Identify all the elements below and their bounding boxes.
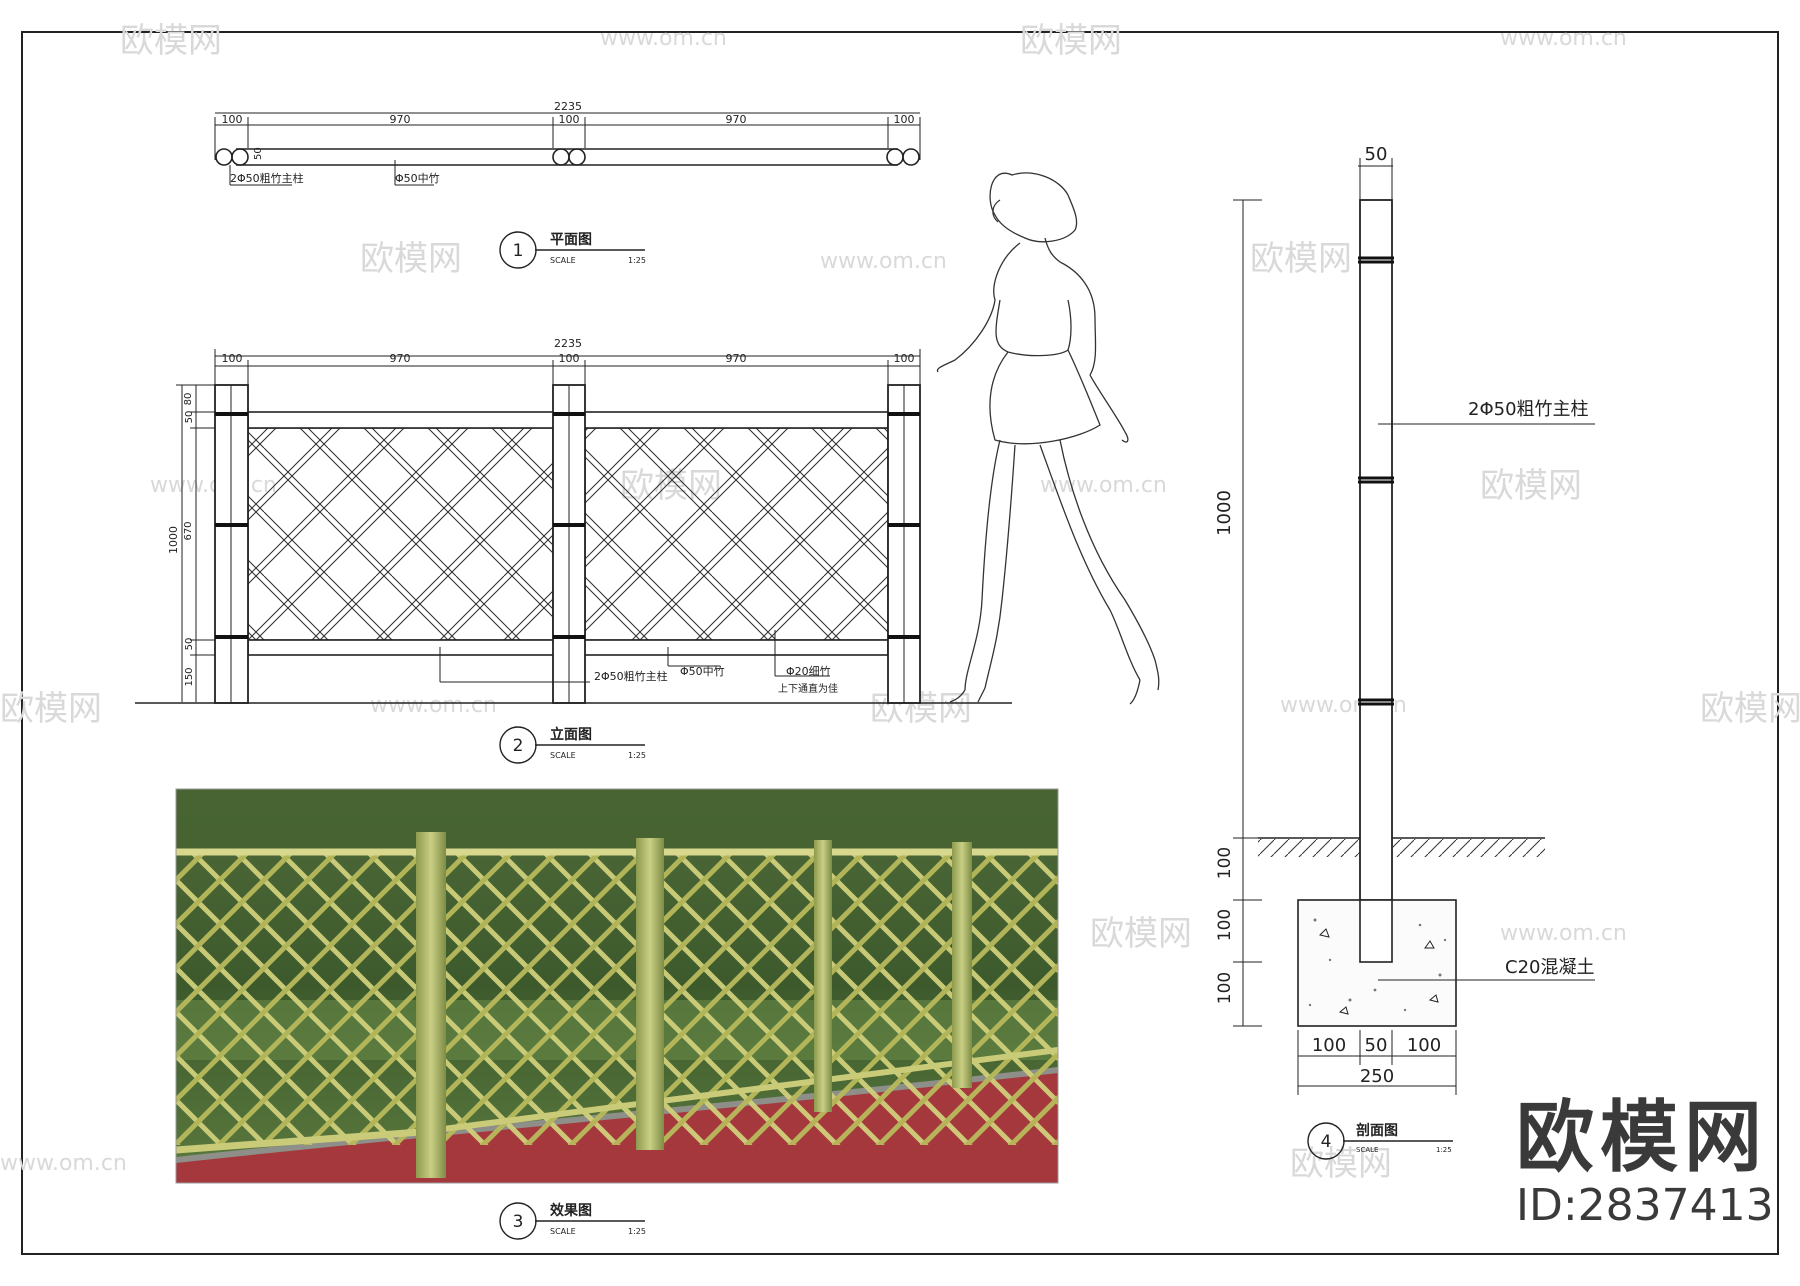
- elev-title: 立面图: [550, 726, 592, 743]
- elev-height-total: 1000: [167, 526, 180, 554]
- section-footing-dim-1: 100: [1215, 847, 1235, 879]
- section-bottom-dim-2: 50: [1365, 1035, 1388, 1056]
- section-view: [1233, 158, 1595, 1160]
- watermark-site: www.om.cn: [0, 1151, 127, 1176]
- elev-dim-4: 970: [726, 352, 747, 365]
- elev-scale-word: SCALE: [550, 751, 576, 760]
- watermark-brand: 欧模网: [870, 689, 972, 729]
- elevation-labels: 100 970 100 970 100 2235 80 50 670 50 15…: [167, 337, 915, 760]
- elev-label-mid: Φ50中竹: [680, 664, 725, 678]
- plan-dim-1: 100: [222, 113, 243, 126]
- elev-number: 2: [513, 736, 524, 756]
- photo-number: 3: [513, 1212, 524, 1232]
- plan-dim-3: 100: [559, 113, 580, 126]
- elev-left-dim-2: 50: [184, 411, 195, 424]
- watermark-brand: 欧模网: [0, 689, 102, 729]
- photo-title: 效果图: [550, 1202, 592, 1219]
- section-label-post: 2Φ50粗竹主柱: [1468, 399, 1589, 420]
- brand-block: 欧模网 ID:2837413: [1516, 1098, 1786, 1234]
- elev-dim-1: 100: [222, 352, 243, 365]
- section-scale-word: SCALE: [1356, 1146, 1378, 1154]
- watermark-brand: 欧模网: [1700, 689, 1800, 729]
- photo-scale: 1:25: [628, 1227, 646, 1236]
- plan-view: [214, 112, 921, 269]
- section-footing-dim-2: 100: [1215, 909, 1235, 941]
- plan-label-posts: 2Φ50粗竹主柱: [230, 171, 304, 185]
- plan-scale-word: SCALE: [550, 256, 576, 265]
- elev-label-thin: Φ20细竹: [786, 664, 831, 678]
- plan-scale: 1:25: [628, 256, 646, 265]
- elev-label-posts: 2Φ50粗竹主柱: [594, 669, 668, 683]
- brand-name: 欧模网: [1516, 1093, 1769, 1183]
- model-id: ID:2837413: [1516, 1180, 1774, 1231]
- watermark-brand: 欧模网: [120, 21, 222, 61]
- elev-left-dim-3: 670: [183, 521, 194, 540]
- section-height-dim: 1000: [1214, 490, 1235, 536]
- plan-dim-4: 970: [726, 113, 747, 126]
- watermark-site: www.om.cn: [1500, 921, 1627, 946]
- human-scale-figure: [936, 172, 1160, 705]
- section-bottom-dim-3: 100: [1407, 1035, 1441, 1056]
- watermark-brand: 欧模网: [360, 239, 462, 279]
- elev-left-dim-1: 80: [183, 393, 194, 406]
- elevation-view: [135, 349, 1012, 764]
- elev-label-thin-note: 上下通直为佳: [778, 682, 838, 695]
- elev-dim-5: 100: [894, 352, 915, 365]
- watermark-brand: 欧模网: [1090, 914, 1192, 954]
- elev-scale: 1:25: [628, 751, 646, 760]
- section-bottom-dim-1: 100: [1312, 1035, 1346, 1056]
- plan-dim-2: 970: [390, 113, 411, 126]
- plan-labels: 100 970 100 970 100 2235 50 2Φ50粗竹主柱 Φ50…: [222, 100, 915, 265]
- photo-scale-word: SCALE: [550, 1227, 576, 1236]
- section-label-concrete: C20混凝土: [1505, 957, 1594, 978]
- watermark-site: www.om.cn: [820, 249, 947, 274]
- section-top-dim: 50: [1365, 144, 1388, 165]
- watermark-brand: 欧模网: [1020, 21, 1122, 61]
- elev-left-dim-4: 50: [184, 638, 195, 651]
- plan-title: 平面图: [550, 232, 592, 248]
- watermark-brand: 欧模网: [1480, 466, 1582, 506]
- watermark-site: www.om.cn: [1500, 26, 1627, 51]
- elev-overall-dim: 2235: [554, 337, 582, 350]
- section-scale: 1:25: [1436, 1146, 1452, 1154]
- section-title: 剖面图: [1356, 1122, 1398, 1139]
- effect-photo: [175, 788, 1059, 1184]
- plan-number: 1: [513, 241, 524, 261]
- plan-label-mid: Φ50中竹: [395, 171, 440, 185]
- plan-dim-5: 100: [894, 113, 915, 126]
- watermark-site: www.om.cn: [370, 693, 497, 718]
- elev-dim-2: 970: [390, 352, 411, 365]
- photo-title-block: 3 效果图 SCALE 1:25: [499, 1202, 646, 1240]
- plan-side-dim: 50: [253, 147, 264, 160]
- elev-dim-3: 100: [559, 352, 580, 365]
- section-number: 4: [1321, 1132, 1332, 1152]
- plan-overall-dim: 2235: [554, 100, 582, 113]
- watermark-site: www.om.cn: [600, 26, 727, 51]
- watermark-brand: 欧模网: [1250, 239, 1352, 279]
- elev-left-dim-5: 150: [184, 667, 195, 686]
- section-footing-dim-3: 100: [1215, 972, 1235, 1004]
- watermark-site: www.om.cn: [1040, 473, 1167, 498]
- sheet-frame: [21, 31, 1779, 1255]
- section-labels: 50 1000 100 100 100 100 50 100 250 2Φ50粗…: [1214, 144, 1594, 1154]
- section-bottom-total: 250: [1360, 1066, 1394, 1087]
